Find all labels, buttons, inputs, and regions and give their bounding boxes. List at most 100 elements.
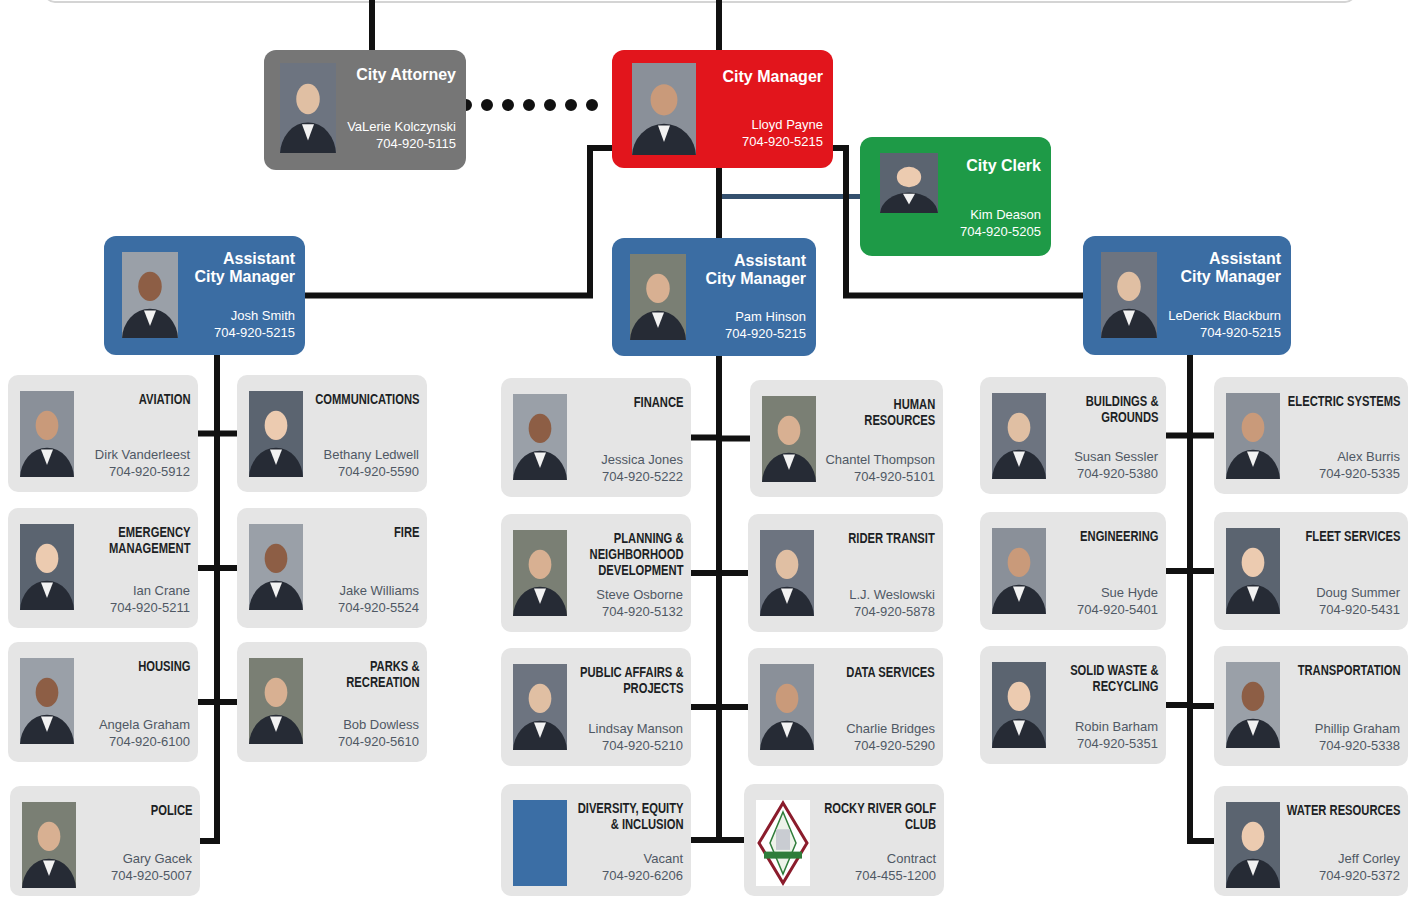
connector: [719, 356, 748, 573]
box-title: Assistant City Manager: [702, 252, 806, 288]
portrait-photo: [630, 254, 686, 340]
photo-image: [20, 658, 74, 744]
photo-collar: [41, 449, 53, 464]
photo-body: [513, 587, 567, 616]
person-name: Bethany Ledwell: [309, 446, 419, 463]
box-title: Assistant City Manager: [1177, 250, 1281, 286]
portrait-photo: [513, 530, 567, 616]
photo-head: [529, 414, 552, 443]
person-name: Phillip Graham: [1286, 720, 1400, 737]
portrait-photo: [992, 528, 1046, 614]
logo-building: [776, 829, 790, 850]
phone-number: 704-920-5215: [186, 324, 295, 341]
person-name: Gary Gacek: [82, 850, 192, 867]
org-box: Assistant City ManagerJosh Smith704-920-…: [104, 236, 305, 355]
person-name: Bob Dowless: [309, 716, 419, 733]
box-title: POLICE: [82, 802, 192, 818]
photo-body: [1226, 450, 1280, 479]
box-title: PLANNING & NEIGHBORHOOD DEVELOPMENT: [573, 530, 683, 578]
photo-body: [760, 721, 814, 750]
text-column: WATER RESOURCESJeff Corley704-920-5372: [1286, 802, 1400, 884]
box-title: FINANCE: [573, 394, 683, 410]
text-column: BUILDINGS & GROUNDSSusan Sessler704-920-…: [1052, 393, 1158, 482]
phone-number: 704-920-5431: [1286, 601, 1400, 618]
portrait-photo: [20, 391, 74, 477]
org-box: AVIATIONDirk Vanderleest704-920-5912: [8, 375, 198, 492]
photo-image: [1226, 802, 1280, 888]
photo-image: [280, 63, 336, 153]
person-name: VaLerie Kolczynski: [344, 118, 456, 135]
org-box: WATER RESOURCESJeff Corley704-920-5372: [1214, 786, 1408, 896]
box-title: City Manager: [704, 68, 823, 86]
portrait-photo: [249, 391, 303, 477]
org-box: ROCKY RIVER GOLF CLUBContract704-455-120…: [744, 784, 944, 896]
photo-body: [513, 721, 567, 750]
photo-image: [1101, 252, 1157, 338]
photo-collar: [781, 722, 793, 737]
photo-image: [249, 391, 303, 477]
connector: [305, 148, 612, 296]
org-box: DIVERSITY, EQUITY & INCLUSIONVacant704-9…: [501, 784, 691, 896]
photo-head: [265, 544, 288, 573]
text-column: HUMAN RESOURCESChantel Thompson704-920-5…: [822, 396, 935, 485]
text-column: COMMUNICATIONSBethany Ledwell704-920-559…: [309, 391, 419, 480]
connector: [1190, 355, 1214, 436]
text-column: FLEET SERVICESDoug Summer704-920-5431: [1286, 528, 1400, 618]
person-name: Jake Williams: [309, 582, 419, 599]
box-title: ENGINEERING: [1052, 528, 1158, 544]
connector: [691, 356, 719, 840]
photo-collar: [41, 582, 53, 597]
org-box: TRANSPORTATIONPhillip Graham704-920-5338: [1214, 646, 1408, 766]
person-name: Steve Osborne: [573, 586, 683, 603]
logo-band: [764, 852, 802, 859]
person-name: Pam Hinson: [694, 308, 806, 325]
org-box: DATA SERVICESCharlie Bridges704-920-5290: [748, 648, 943, 766]
connector: [200, 355, 217, 841]
photo-collar: [1247, 451, 1259, 466]
photo-head: [138, 272, 162, 301]
box-title: DATA SERVICES: [820, 664, 935, 680]
photo-body: [992, 585, 1046, 614]
org-box: Assistant City ManagerLeDerick Blackburn…: [1083, 236, 1291, 355]
photo-image: [760, 664, 814, 750]
photo-image: [992, 528, 1046, 614]
portrait-photo: [122, 252, 178, 338]
photo-collar: [534, 452, 546, 467]
photo-image: [1226, 662, 1280, 748]
vacant-fill: [513, 800, 567, 886]
photo-collar: [270, 716, 282, 731]
box-title: HOUSING: [80, 658, 190, 674]
phone-number: 704-920-5215: [704, 133, 823, 150]
photo-head: [36, 411, 59, 440]
org-box: City AttorneyVaLerie Kolczynski704-920-5…: [264, 50, 466, 170]
phone-number: 704-920-5290: [820, 737, 935, 754]
org-box: PUBLIC AFFAIRS & PROJECTSLindsay Manson7…: [501, 648, 691, 766]
photo-collar: [658, 126, 670, 143]
text-column: POLICEGary Gacek704-920-5007: [82, 802, 192, 884]
connector: [1190, 355, 1214, 571]
text-column: Assistant City ManagerPam Hinson704-920-…: [694, 252, 806, 342]
photo-body: [20, 715, 74, 744]
connector: [1166, 355, 1190, 571]
text-column: City AttorneyVaLerie Kolczynski704-920-5…: [344, 66, 456, 152]
photo-head: [1008, 548, 1031, 577]
photo-collar: [41, 716, 53, 731]
person-name: Contract: [816, 850, 936, 867]
photo-body: [760, 587, 814, 616]
photo-collar: [270, 582, 282, 597]
photo-body: [992, 450, 1046, 479]
org-box: FIREJake Williams704-920-5524: [237, 508, 427, 628]
phone-number: 704-920-5115: [344, 135, 456, 152]
photo-image: [756, 800, 810, 886]
upper-link-line: [369, 0, 375, 53]
photo-collar: [1013, 720, 1025, 735]
org-box: RIDER TRANSITL.J. Weslowski704-920-5878: [748, 514, 943, 632]
photo-head: [1117, 272, 1141, 301]
photo-collar: [903, 194, 915, 205]
phone-number: 704-920-5210: [573, 737, 683, 754]
photo-image: [992, 662, 1046, 748]
text-column: FIREJake Williams704-920-5524: [309, 524, 419, 616]
connector: [691, 356, 719, 438]
photo-body: [880, 193, 938, 213]
